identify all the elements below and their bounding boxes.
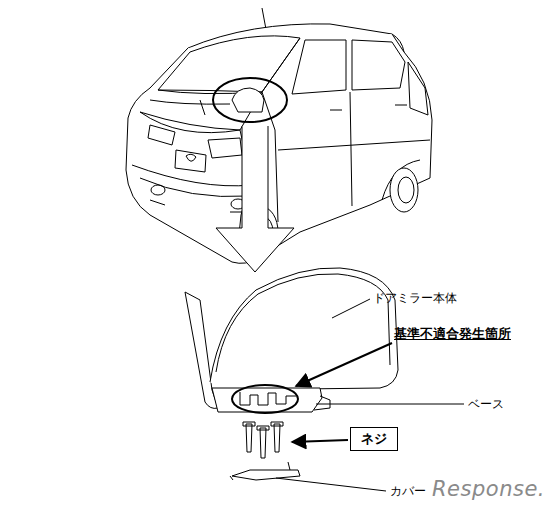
part-label: ベース [468,397,504,411]
enlarge-arrow [216,126,294,272]
car-drawing [126,8,432,263]
watermark: Response. [432,477,545,502]
callout-text: ネジ [361,431,387,447]
callout-box: ネジ [350,427,398,451]
defect-ellipse [232,385,298,413]
mirror-detail [185,268,398,480]
defect-callout: 基準不適合発生箇所 [394,326,511,341]
part-label: カバー [390,484,426,498]
part-label: ドアミラー本体 [373,291,457,305]
highlight-ellipse [213,78,287,122]
